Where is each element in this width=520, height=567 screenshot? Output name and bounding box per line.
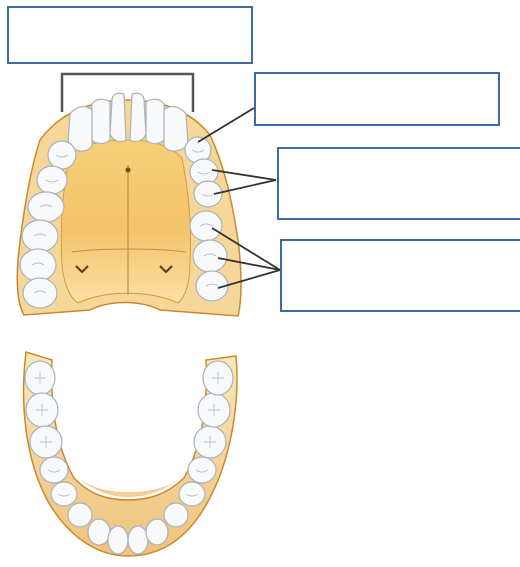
palate — [61, 140, 190, 303]
incisive-foramen — [126, 168, 131, 173]
lower-canine-right — [164, 503, 188, 527]
upper-arch — [17, 93, 241, 316]
upper-molar-left-1 — [28, 192, 64, 222]
lower-premolar-right-2 — [188, 457, 216, 483]
upper-molar-right-2 — [193, 240, 227, 272]
lower-premolar-left-2 — [51, 482, 77, 506]
lower-arch — [24, 352, 237, 556]
upper-premolar-left-2 — [37, 166, 67, 194]
lower-incisor-left-1 — [108, 526, 128, 554]
leader-canine — [198, 108, 254, 142]
lower-incisor-right-1 — [128, 526, 148, 554]
upper-canine-right — [164, 107, 188, 152]
lower-premolar-right-1 — [179, 482, 205, 506]
lower-premolar-left-1 — [40, 457, 68, 483]
upper-premolar-left-1 — [48, 141, 76, 169]
lower-canine-left — [68, 503, 92, 527]
upper-molar-left-2 — [22, 220, 58, 252]
lower-incisor-left-2 — [88, 519, 110, 545]
upper-molar-left-3 — [20, 249, 56, 281]
upper-central-incisor-right — [130, 93, 146, 141]
upper-lateral-incisor-left — [90, 99, 110, 143]
lower-incisor-right-2 — [146, 519, 168, 545]
upper-molar-right-1 — [190, 211, 222, 241]
upper-central-incisor-left — [110, 93, 126, 141]
upper-molar-left-4 — [23, 278, 57, 308]
upper-lateral-incisor-right — [146, 99, 166, 143]
